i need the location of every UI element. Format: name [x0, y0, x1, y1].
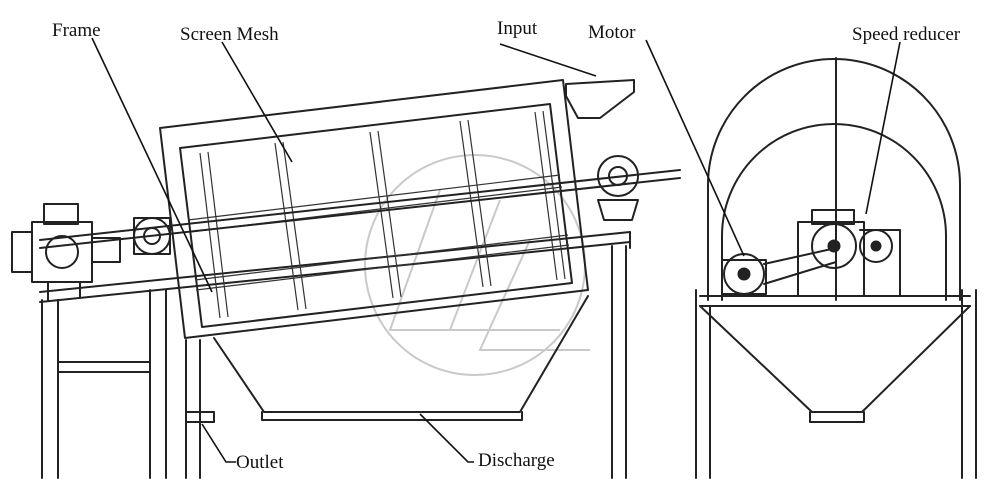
- label-discharge: Discharge: [478, 450, 555, 471]
- end-view: [695, 57, 977, 479]
- right-bearing: [597, 155, 639, 221]
- outlet-chute: [185, 411, 215, 423]
- main-shaft: [39, 169, 681, 249]
- label-speed-reducer: Speed reducer: [852, 24, 961, 45]
- motor: [721, 247, 837, 295]
- drum-housing: [159, 79, 589, 339]
- left-gearbox: [11, 203, 121, 301]
- discharge-hopper: [213, 295, 589, 421]
- labels: Frame Screen Mesh Input Motor Speed redu…: [52, 18, 961, 473]
- label-screen-mesh: Screen Mesh: [180, 24, 279, 45]
- side-view: [11, 79, 681, 479]
- speed-reducer: [797, 209, 901, 297]
- left-bearing: [133, 217, 171, 255]
- label-input: Input: [497, 18, 538, 39]
- label-motor: Motor: [588, 22, 636, 43]
- label-frame: Frame: [52, 20, 101, 41]
- main-frame-beam: [39, 231, 631, 303]
- right-support-frame: [185, 245, 627, 479]
- label-outlet: Outlet: [236, 452, 284, 473]
- left-support-frame: [41, 289, 167, 479]
- input-hopper: [565, 79, 635, 119]
- leader-lines: [91, 37, 901, 463]
- screen-mesh-grid: [187, 110, 570, 319]
